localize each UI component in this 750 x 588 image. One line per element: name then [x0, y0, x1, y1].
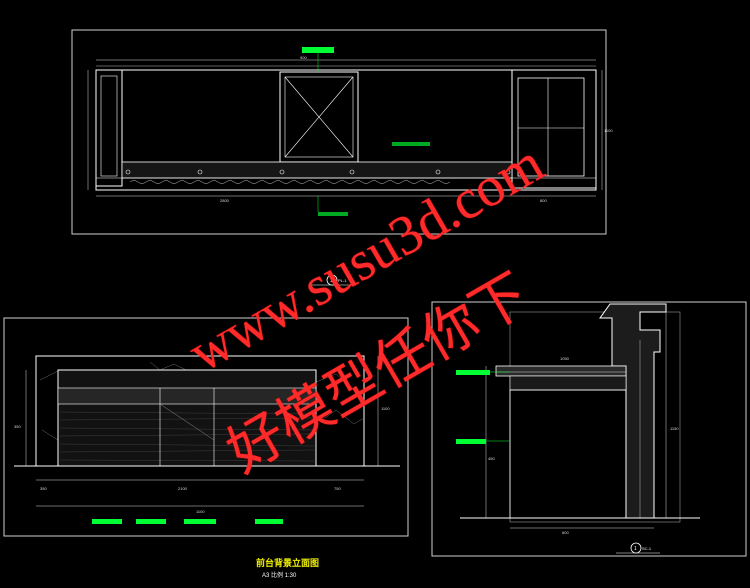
section-symbol: 1 SC-1 [616, 542, 660, 554]
plan-dim-3: 800 [540, 198, 547, 203]
elev-tag-2 [136, 519, 166, 524]
plan-section-symbol: 1 PL-1 [310, 274, 356, 286]
svg-text:1: 1 [634, 546, 637, 552]
plan-tag-mid [392, 142, 430, 146]
svg-text:1: 1 [330, 278, 333, 284]
section-lower [509, 389, 627, 519]
elevation-frame [3, 317, 409, 537]
sect-dim-3: 600 [562, 530, 569, 535]
elevation-title: 前台背景立面图 [256, 558, 320, 568]
elev-dim-6: 1100 [381, 406, 390, 411]
elev-dim-2: 2100 [178, 486, 188, 491]
sect-dim-2: 1150 [670, 426, 679, 431]
plan-dim-2: 2800 [220, 198, 230, 203]
sect-dim-1: 1050 [560, 356, 570, 361]
elev-tag-3 [184, 519, 216, 524]
svg-text:PL-1: PL-1 [338, 278, 347, 283]
section-panel [431, 301, 747, 557]
elev-dim-4: 1100 [196, 509, 205, 514]
counter-band [121, 161, 513, 179]
plan-tag-top [302, 47, 334, 53]
section-frame [431, 301, 747, 557]
elev-dim-3: 750 [334, 486, 341, 491]
section-countertop [495, 365, 627, 377]
elev-dim-5: 350 [14, 424, 21, 429]
plan-dim-4: 1100 [604, 128, 613, 133]
elev-tag-4 [255, 519, 283, 524]
elevation-panel [3, 317, 409, 537]
left-column [95, 69, 123, 187]
elevation-counter [57, 369, 317, 467]
plan-dim-1: 900 [300, 55, 307, 60]
plan-tag-bottom [318, 212, 348, 216]
section-tag-upper [456, 370, 490, 375]
sect-dim-4: 450 [488, 456, 495, 461]
elev-tag-1 [92, 519, 122, 524]
elev-dim-1: 350 [40, 486, 47, 491]
right-cabinet [511, 69, 597, 189]
plan-view-panel [71, 29, 607, 235]
elevation-subtitle: A3 比例 1:30 [262, 573, 297, 579]
section-wall [599, 303, 667, 519]
section-tag-lower [456, 439, 486, 444]
svg-text:SC-1: SC-1 [642, 546, 652, 551]
plan-frame [71, 29, 607, 235]
